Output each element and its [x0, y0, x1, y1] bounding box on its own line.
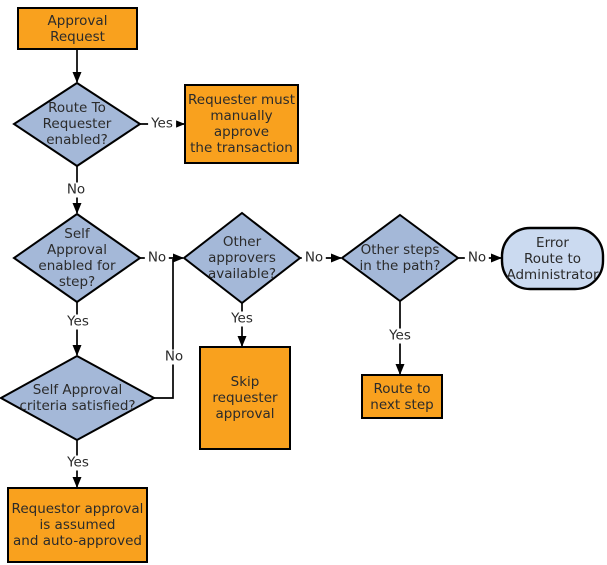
edge-criteria-no-to-junction	[154, 259, 174, 399]
node-route-to-next-step-shape	[361, 374, 443, 419]
node-approval-request-shape	[17, 7, 138, 50]
node-self-approval-enabled-shape	[12, 212, 142, 304]
node-error-route-admin-shape	[500, 226, 605, 291]
node-requestor-auto-approved-shape	[7, 487, 148, 563]
node-other-approvers-shape	[182, 211, 302, 305]
node-route-to-requester-shape	[12, 81, 142, 168]
node-skip-requester-approval-shape	[199, 346, 291, 450]
node-other-steps-shape	[340, 213, 460, 303]
node-self-approval-criteria-shape	[0, 354, 157, 442]
node-requester-must-approve-shape	[184, 84, 299, 164]
